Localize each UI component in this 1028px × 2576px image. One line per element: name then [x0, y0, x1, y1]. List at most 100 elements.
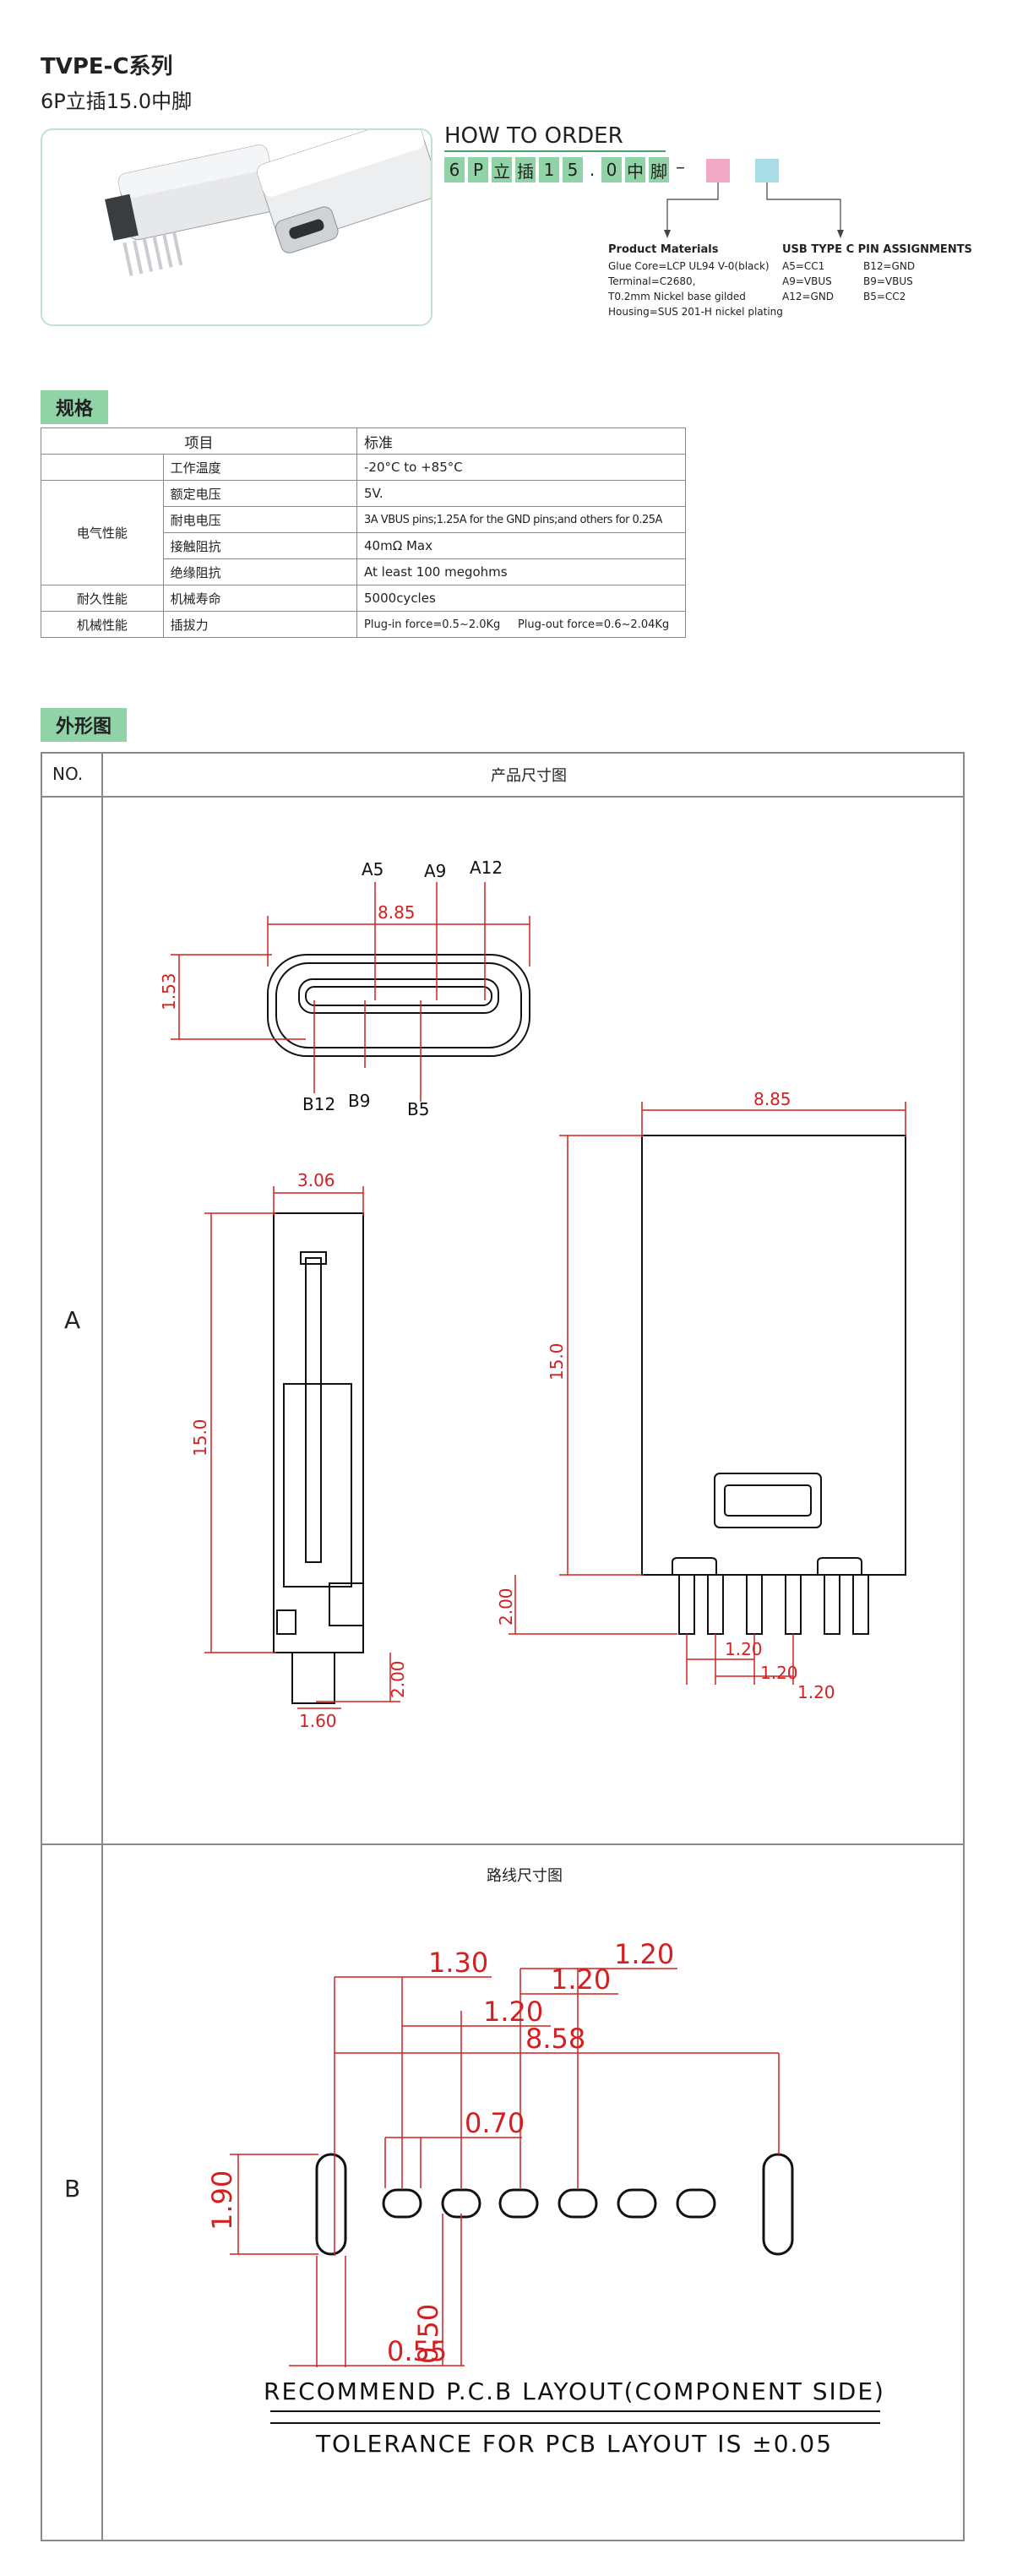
spec-value: -20°C to +85°C — [356, 454, 686, 481]
spec-section-tag: 规格 — [41, 390, 109, 424]
pcb-dim-050: 0.50 — [412, 2304, 444, 2364]
product-subtitle: 6P立插15.0中脚 — [41, 90, 193, 113]
pcb-note-recommend: RECOMMEND P.C.B LAYOUT(COMPONENT SIDE) — [264, 2377, 885, 2405]
materials-title: Product Materials — [608, 243, 719, 256]
pin-item: B12=GND — [863, 260, 916, 272]
order-dash: – — [676, 157, 685, 178]
spec-item: 工作温度 — [162, 454, 358, 481]
how-to-order-title: HOW TO ORDER — [444, 123, 623, 149]
spec-value: Plug-in force=0.5~2.0Kg Plug-out force=0… — [356, 611, 686, 638]
spec-header-item: 项目 — [40, 428, 358, 455]
spec-item: 机械寿命 — [162, 585, 358, 612]
order-code-char: 立 — [492, 157, 512, 182]
spec-item: 耐电电压 — [162, 506, 358, 533]
option-box-pink — [706, 159, 730, 182]
product-series-title: TVPE-C系列 — [41, 54, 173, 79]
header-divider — [41, 796, 963, 798]
material-item: Terminal=C2680, — [608, 275, 696, 287]
pcb-dim-120-top: 1.20 — [614, 1938, 674, 1970]
order-callout-lines — [664, 182, 844, 238]
order-code-char: . — [589, 160, 596, 180]
spec-row: 工作温度 -20°C to +85°C — [41, 454, 686, 481]
order-code-char: 6 — [444, 157, 465, 182]
spec-group — [41, 454, 164, 481]
row-label-b: B — [64, 2175, 81, 2203]
column-title-header: 产品尺寸图 — [491, 767, 567, 785]
dim-height-150-right: 15.0 — [547, 1342, 567, 1381]
column-divider — [101, 752, 103, 2540]
connector-photo-illustration — [105, 130, 431, 276]
spec-item: 接触阻抗 — [162, 532, 358, 559]
material-item: Housing=SUS 201-H nickel plating — [608, 306, 783, 318]
spec-value: 3A VBUS pins;1.25A for the GND pins;and … — [356, 506, 686, 533]
spec-value: 5000cycles — [356, 585, 686, 612]
spec-value: 40mΩ Max — [356, 532, 686, 559]
pcb-dim-130: 1.30 — [428, 1947, 488, 1979]
pcb-dim-070: 0.70 — [465, 2107, 525, 2139]
pcb-layout-title: 路线尺寸图 — [487, 1867, 563, 1885]
drawing-frame — [41, 752, 965, 2541]
spec-row: 电气性能 额定电压 5V. — [41, 480, 686, 585]
order-code-char: 1 — [539, 157, 559, 182]
pin-item: A12=GND — [782, 291, 835, 302]
spec-item: 插拔力 — [162, 611, 358, 638]
order-code-char: 中 — [625, 157, 645, 182]
dim-width-885: 8.85 — [378, 902, 416, 923]
order-code: 6 P 立 插 1 5 . 0 中 脚 — [444, 157, 669, 182]
dim-pitch-120-b: 1.20 — [760, 1663, 798, 1683]
pcb-dim-055: 0.55 — [387, 2335, 447, 2367]
pin-assignments-title: USB TYPE C PIN ASSIGNMENTS — [782, 243, 972, 256]
dim-width-306: 3.06 — [297, 1170, 335, 1190]
materials-list: Glue Core=LCP UL94 V-0(black) Terminal=C… — [608, 259, 783, 319]
pcb-dim-120-mid: 1.20 — [551, 1963, 611, 1996]
pin-item: B5=CC2 — [863, 291, 906, 302]
spec-group: 耐久性能 — [41, 585, 164, 612]
dim-pitch-120-c: 1.20 — [797, 1682, 835, 1702]
order-code-char: 5 — [563, 157, 583, 182]
material-item: Glue Core=LCP UL94 V-0(black) — [608, 260, 770, 272]
product-photo — [41, 128, 432, 326]
column-no-header: NO. — [52, 764, 84, 784]
drawing-section-tag: 外形图 — [41, 708, 128, 742]
pin-item: B9=VBUS — [863, 275, 913, 287]
spec-row: 接触阻抗 40mΩ Max — [41, 532, 686, 559]
product-dimension-drawing: A5 A9 A12 B12 B9 B5 8.85 1.53 3.06 15.0 … — [159, 858, 906, 1731]
pcb-note-tolerance: TOLERANCE FOR PCB LAYOUT IS ±0.05 — [315, 2430, 833, 2458]
pcb-dim-120-low: 1.20 — [483, 1996, 543, 2028]
dim-height-200: 2.00 — [388, 1660, 408, 1698]
dim-label-a9: A9 — [424, 861, 446, 881]
spec-item: 额定电压 — [162, 480, 358, 507]
order-code-char: 0 — [601, 157, 622, 182]
order-code-char: 脚 — [649, 157, 669, 182]
spec-value: 5V. — [356, 480, 686, 507]
spec-item: 绝缘阻抗 — [162, 558, 358, 585]
spec-header-standard: 标准 — [356, 428, 686, 455]
row-label-a: A — [64, 1306, 81, 1334]
spec-value: At least 100 megohms — [356, 558, 686, 585]
dim-height-150: 15.0 — [190, 1419, 210, 1457]
dim-label-a5: A5 — [362, 859, 383, 880]
pcb-dim-190: 1.90 — [206, 2170, 238, 2230]
order-code-char: P — [468, 157, 488, 182]
pcb-dim-858: 8.58 — [525, 2023, 585, 2055]
material-item: T0.2mm Nickel base gilded — [608, 291, 746, 302]
order-code-char: 插 — [515, 157, 536, 182]
spec-group: 机械性能 — [41, 611, 164, 638]
pcb-layout-drawing: 1.30 1.20 1.20 1.20 8.58 0.70 1.90 0.50 … — [206, 1938, 885, 2458]
dim-height-200-right: 2.00 — [496, 1588, 516, 1626]
dim-pitch-120-a: 1.20 — [725, 1639, 763, 1659]
spec-row: 机械性能 插拔力 Plug-in force=0.5~2.0Kg Plug-ou… — [41, 611, 686, 638]
dim-label-b9: B9 — [348, 1091, 370, 1111]
spec-row: 耐久性能 机械寿命 5000cycles — [41, 585, 686, 612]
dim-width-160: 1.60 — [299, 1711, 337, 1731]
spec-header-row: 项目 标准 — [40, 428, 686, 455]
how-to-order-underline — [444, 150, 666, 152]
spec-group: 电气性能 — [41, 480, 164, 585]
dim-width-885-right: 8.85 — [753, 1089, 791, 1109]
row-divider — [41, 1844, 963, 1845]
pin-assignments-list: A5=CC1 B12=GND A9=VBUS B9=VBUS A12=GND B… — [782, 259, 944, 304]
spec-table: 项目 标准 工作温度 -20°C to +85°C 电气性能 额定电压 5V. … — [40, 428, 686, 638]
pin-item: A5=CC1 — [782, 260, 825, 272]
dim-label-b5: B5 — [407, 1099, 429, 1119]
option-box-blue — [755, 159, 779, 182]
